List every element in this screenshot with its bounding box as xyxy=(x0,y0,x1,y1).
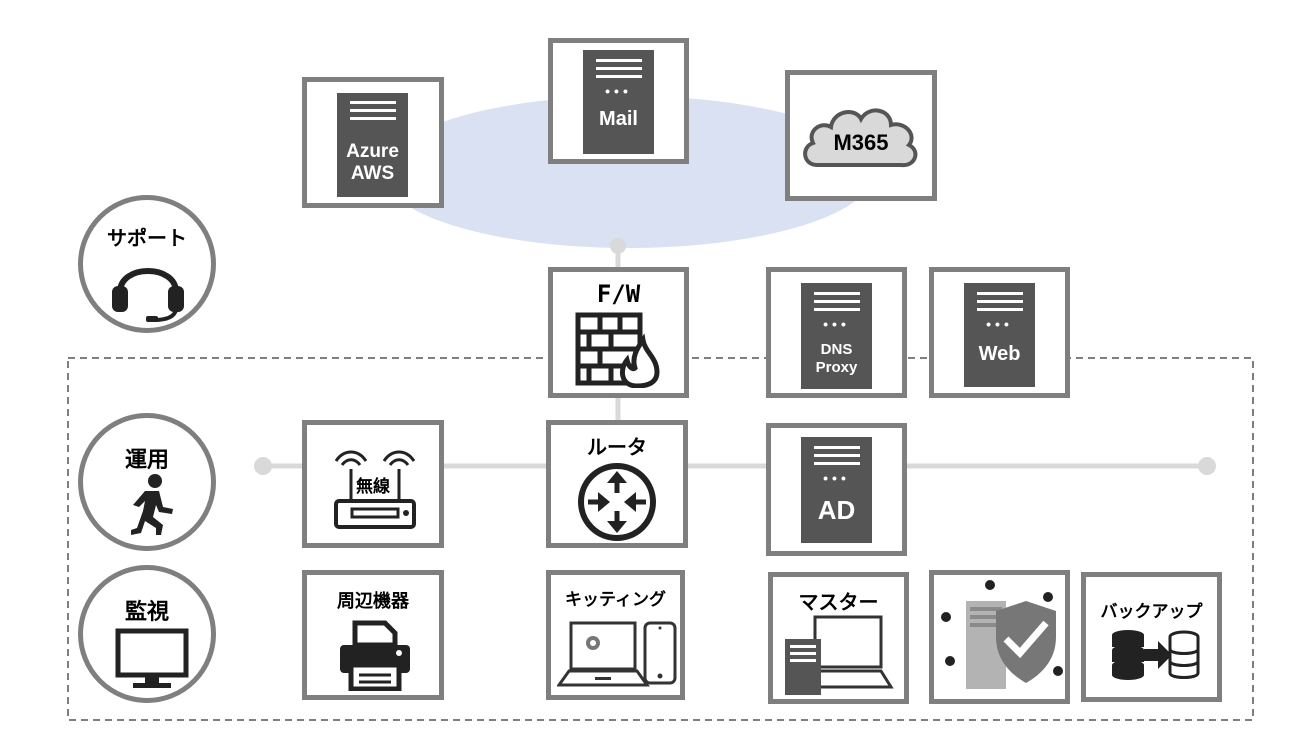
server-icon: ••• Web xyxy=(964,283,1035,387)
azure-label: Azure xyxy=(346,141,399,162)
m365-box: M365 xyxy=(785,70,937,201)
mail-label: Mail xyxy=(599,108,638,130)
mail-box: ••• Mail xyxy=(548,38,689,164)
aws-label: AWS xyxy=(350,163,395,184)
firewall-box: F/W xyxy=(548,267,689,398)
backup-label: バックアップ xyxy=(1100,602,1203,622)
support-label: サポート xyxy=(107,226,187,250)
master-box: マスター xyxy=(768,572,909,704)
lan-left-dot xyxy=(254,457,272,475)
server-icon: ••• AD xyxy=(801,437,872,543)
operation-label: 運用 xyxy=(124,448,169,473)
backup-box: バックアップ xyxy=(1081,572,1222,702)
shield-check-icon xyxy=(941,580,1063,689)
wifi-router-icon xyxy=(334,450,416,529)
monitoring-circle: 監視 xyxy=(78,565,216,703)
peripherals-label: 周辺機器 xyxy=(337,591,409,612)
ad-box: ••• AD xyxy=(766,423,907,556)
operation-circle: 運用 xyxy=(78,413,216,551)
router-box: ルータ xyxy=(546,420,688,548)
server-icon: Azure AWS xyxy=(337,93,408,197)
cloud-connector-dot xyxy=(610,238,626,254)
wireless-box: 無線 xyxy=(302,420,444,548)
router-icon xyxy=(578,463,656,541)
desktop-icon xyxy=(785,615,894,695)
monitoring-label: 監視 xyxy=(124,600,169,625)
printer-icon xyxy=(340,620,410,691)
kitting-label: キッティング xyxy=(565,590,666,610)
firewall-label: F/W xyxy=(596,280,641,308)
peripherals-box: 周辺機器 xyxy=(302,570,444,700)
wireless-label: 無線 xyxy=(356,477,390,497)
laptop-phone-icon xyxy=(557,621,677,687)
lan-right-dot xyxy=(1198,457,1216,475)
ad-label: AD xyxy=(817,495,856,525)
monitor-icon xyxy=(115,628,189,688)
database-backup-icon xyxy=(1112,630,1200,680)
web-label: Web xyxy=(978,343,1021,365)
router-label: ルータ xyxy=(587,435,647,459)
dns-proxy-box: ••• DNS Proxy xyxy=(766,267,907,398)
support-circle: サポート xyxy=(78,195,216,333)
firewall-icon xyxy=(575,312,660,388)
running-person-icon xyxy=(131,474,173,535)
dns-label: DNS xyxy=(820,341,853,358)
web-box: ••• Web xyxy=(929,267,1070,398)
cloud-icon xyxy=(803,108,918,168)
server-icon: ••• Mail xyxy=(583,50,654,154)
server-icon: ••• DNS Proxy xyxy=(801,283,872,389)
kitting-box: キッティング xyxy=(546,570,685,700)
security-box xyxy=(929,570,1070,704)
master-label: マスター xyxy=(798,590,879,614)
headset-icon xyxy=(112,268,184,322)
proxy-label: Proxy xyxy=(815,359,858,376)
azure-aws-box: Azure AWS xyxy=(302,77,444,208)
m365-label: M365 xyxy=(833,130,889,155)
cloud-ellipse xyxy=(382,96,874,248)
